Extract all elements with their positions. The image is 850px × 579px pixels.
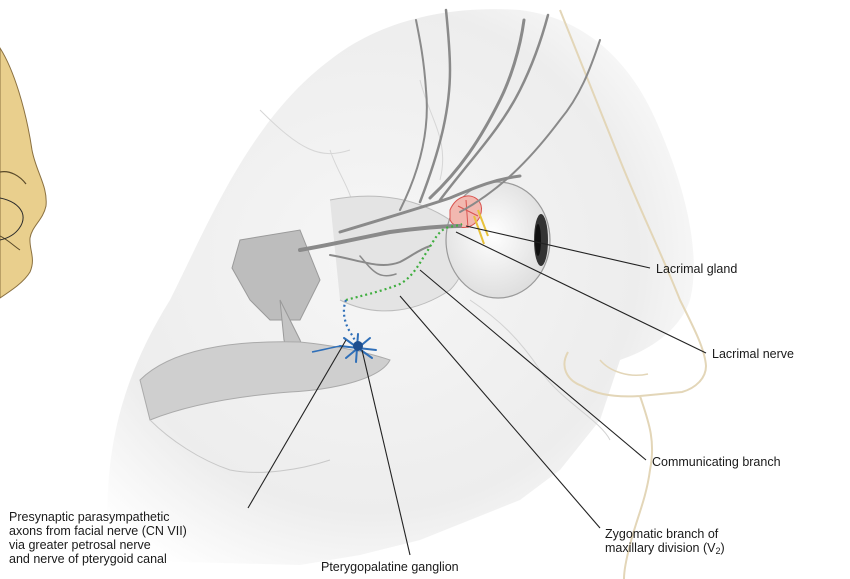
skull-silhouette	[108, 9, 694, 565]
presynaptic-line1: Presynaptic parasympathetic	[9, 510, 187, 524]
label-zygomatic-branch: Zygomatic branch of maxillary division (…	[605, 527, 725, 558]
zygomatic-line2: maxillary division (V2)	[605, 541, 725, 558]
label-lacrimal-gland: Lacrimal gland	[656, 262, 737, 276]
presynaptic-line2: axons from facial nerve (CN VII)	[9, 524, 187, 538]
label-pterygopalatine-ganglion: Pterygopalatine ganglion	[321, 560, 459, 574]
inset-face	[0, 48, 46, 298]
label-presynaptic-axons: Presynaptic parasympathetic axons from f…	[9, 510, 187, 566]
zygomatic-line2-end: )	[720, 541, 724, 555]
label-lacrimal-nerve: Lacrimal nerve	[712, 347, 794, 361]
presynaptic-line4: and nerve of pterygoid canal	[9, 552, 187, 566]
label-communicating-branch: Communicating branch	[652, 455, 781, 469]
presynaptic-line3: via greater petrosal nerve	[9, 538, 187, 552]
zygomatic-line2-main: maxillary division (V	[605, 541, 715, 555]
zygomatic-line1: Zygomatic branch of	[605, 527, 725, 541]
